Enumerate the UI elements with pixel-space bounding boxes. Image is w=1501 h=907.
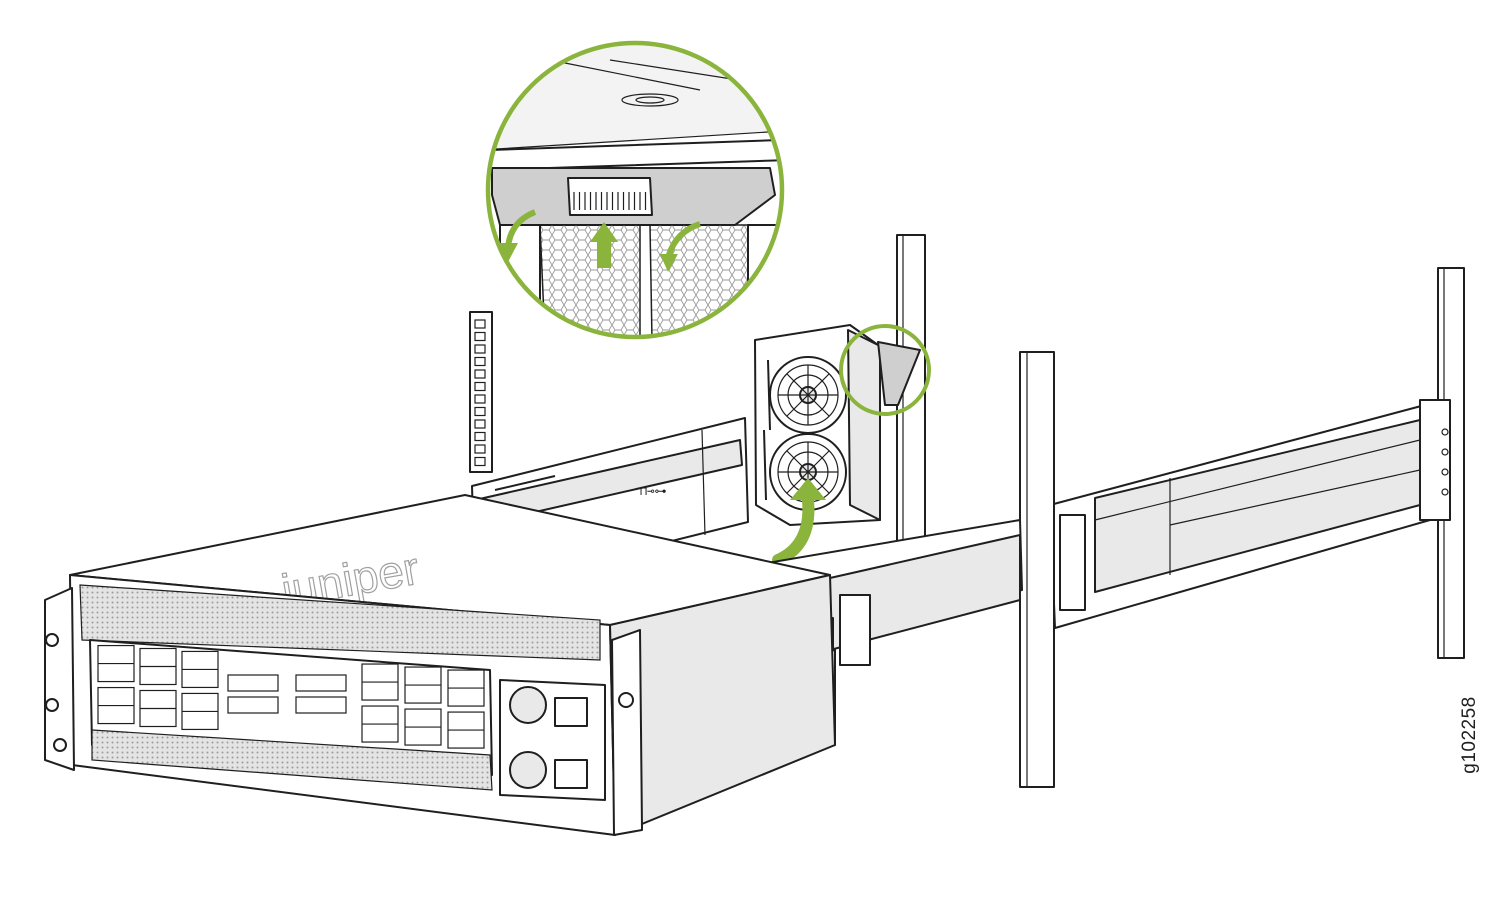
qsfp-port	[227, 696, 279, 714]
svg-text:⊓⊸⊶: ⊓⊸⊶	[640, 484, 666, 498]
rack-hole	[474, 344, 486, 354]
lift-arrow-icon	[772, 478, 826, 566]
figure-id-label: g102258	[1459, 696, 1480, 774]
qsfp-port	[295, 674, 347, 692]
air-flow-arrow-icon	[500, 209, 537, 262]
fan-module	[754, 324, 881, 526]
qsfp-port	[227, 674, 279, 692]
rack-hole	[474, 444, 486, 454]
rack-hole	[474, 456, 486, 467]
rack-hole	[474, 331, 486, 342]
rack-hole	[474, 356, 486, 367]
rack-hole	[474, 406, 486, 417]
router-chassis: juniper	[44, 494, 836, 836]
rack-hole	[474, 419, 486, 429]
rack-hole	[474, 381, 486, 392]
rack-hole	[474, 319, 486, 329]
rack-hole	[474, 431, 486, 442]
figure-id: g102258	[1440, 690, 1500, 780]
rack-post-front-right	[1019, 351, 1055, 788]
fan-icon	[769, 356, 847, 434]
detail-callout-ring	[839, 324, 931, 416]
fan-icon	[769, 433, 847, 511]
air-flow-arrow-icon	[660, 221, 702, 272]
qsfp-port	[295, 696, 347, 714]
rack-hole	[474, 394, 486, 404]
detail-zoom-view	[485, 40, 785, 340]
mounting-rail-right	[1049, 399, 1451, 629]
rack-post-rear-left	[469, 311, 493, 473]
rack-hole	[474, 369, 486, 379]
lift-arrow-icon	[590, 222, 618, 268]
